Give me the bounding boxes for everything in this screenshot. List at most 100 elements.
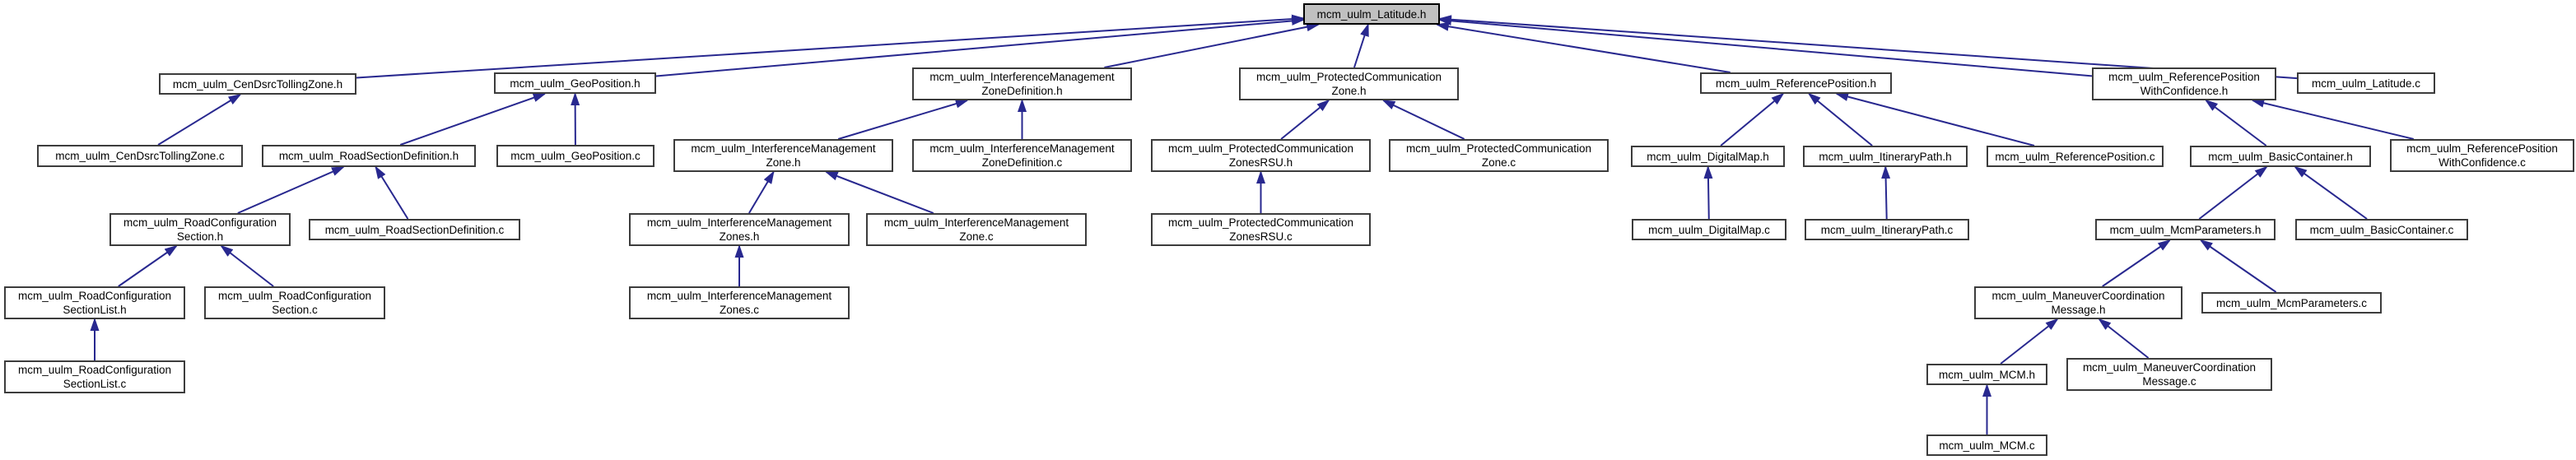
edge-mcm_h-to-mcmsg_h	[2000, 318, 2059, 365]
edge-cdtz_c-to-cdtz_h	[157, 93, 242, 146]
edge-bc_h-to-rpwc_h	[2204, 99, 2267, 146]
node-label: mcm_uulm_DigitalMap.c	[1648, 223, 1770, 236]
node-label: WithConfidence.c	[2439, 156, 2526, 169]
node-dm_h[interactable]: mcm_uulm_DigitalMap.h	[1631, 146, 1785, 167]
node-dm_c[interactable]: mcm_uulm_DigitalMap.c	[1632, 219, 1786, 240]
node-label: mcm_uulm_BasicContainer.c	[2309, 223, 2454, 236]
node-label: mcm_uulm_ProtectedCommunication	[1167, 142, 1354, 155]
node-label: mcm_uulm_GeoPosition.h	[510, 77, 641, 90]
node-label: Message.h	[2051, 304, 2106, 316]
node-label: Zones.c	[719, 304, 760, 316]
edge-bc_c-to-bc_h	[2294, 165, 2368, 220]
node-label: mcm_uulm_ManeuverCoordination	[2082, 361, 2257, 374]
node-label: mcm_uulm_ProtectedCommunication	[1405, 142, 1592, 155]
edge-pczrsu_h-to-pcz_h	[1280, 99, 1330, 140]
node-label: mcm_uulm_ItineraryPath.c	[1820, 223, 1954, 236]
node-label: mcm_uulm_Latitude.c	[2311, 77, 2421, 90]
edge-mcmsg_c-to-mcmsg_h	[2098, 318, 2150, 359]
node-label: ZoneDefinition.h	[981, 85, 1063, 97]
node-ip_c[interactable]: mcm_uulm_ItineraryPath.c	[1805, 219, 1969, 240]
node-label: mcm_uulm_McmParameters.h	[2109, 223, 2262, 236]
edge-ip_c-to-ip_h	[1881, 165, 1891, 220]
node-label: mcm_uulm_InterferenceManagement	[646, 290, 832, 302]
node-label: ZonesRSU.c	[1229, 230, 1293, 243]
node-label: mcm_uulm_RoadConfiguration	[17, 364, 172, 376]
node-rp_c[interactable]: mcm_uulm_ReferencePosition.c	[1987, 146, 2164, 167]
node-label: mcm_uulm_ProtectedCommunication	[1255, 71, 1442, 83]
edge-rpwc_h-to-lat_h	[1438, 16, 2093, 77]
node-rsd_h[interactable]: mcm_uulm_RoadSectionDefinition.h	[262, 145, 476, 167]
node-label: mcm_uulm_ManeuverCoordination	[1991, 290, 2165, 302]
node-label: mcm_uulm_MCM.h	[1938, 368, 2036, 381]
node-label: ZonesRSU.h	[1228, 156, 1293, 169]
node-label: mcm_uulm_CenDsrcTollingZone.h	[172, 77, 343, 91]
edge-rp_h-to-lat_h	[1435, 21, 1731, 73]
edge-geo_h-to-lat_h	[655, 16, 1305, 77]
node-mp_c[interactable]: mcm_uulm_McmParameters.c	[2201, 292, 2382, 314]
node-mp_h[interactable]: mcm_uulm_McmParameters.h	[2095, 219, 2276, 240]
edge-rcs_c-to-rcs_h	[220, 244, 274, 287]
node-ip_h[interactable]: mcm_uulm_ItineraryPath.h	[1803, 146, 1968, 167]
node-rsd_c[interactable]: mcm_uulm_RoadSectionDefinition.c	[309, 219, 520, 240]
node-label: Section.h	[176, 230, 224, 243]
node-label: ZoneDefinition.c	[981, 156, 1063, 169]
edge-pcz_c-to-pcz_h	[1381, 100, 1465, 140]
node-label: mcm_uulm_CenDsrcTollingZone.c	[55, 150, 225, 162]
node-lat_c[interactable]: mcm_uulm_Latitude.c	[2297, 72, 2435, 94]
edge-pcz_h-to-lat_h	[1353, 23, 1369, 68]
node-geo_c[interactable]: mcm_uulm_GeoPosition.c	[496, 145, 654, 167]
node-mcm_c[interactable]: mcm_uulm_MCM.c	[1926, 434, 2047, 456]
node-label: SectionList.c	[63, 378, 127, 390]
edge-cdtz_h-to-lat_h	[356, 14, 1305, 79]
node-label: mcm_uulm_McmParameters.c	[2215, 296, 2368, 309]
node-rp_h[interactable]: mcm_uulm_ReferencePosition.h	[1700, 72, 1892, 94]
edge-rsd_h-to-geo_h	[399, 93, 547, 146]
node-label: SectionList.h	[63, 304, 127, 316]
node-label: mcm_uulm_RoadConfiguration	[123, 216, 277, 229]
node-label: Zone.c	[959, 230, 994, 243]
node-label: mcm_uulm_InterferenceManagement	[883, 216, 1069, 229]
edge-rcsl_h-to-rcs_h	[118, 244, 178, 287]
node-geo_h[interactable]: mcm_uulm_GeoPosition.h	[494, 72, 656, 94]
node-label: mcm_uulm_BasicContainer.h	[2208, 150, 2353, 163]
node-bc_c[interactable]: mcm_uulm_BasicContainer.c	[2295, 219, 2468, 240]
node-bc_h[interactable]: mcm_uulm_BasicContainer.h	[2190, 146, 2371, 167]
edge-dm_h-to-rp_h	[1720, 92, 1785, 146]
node-label: mcm_uulm_ProtectedCommunication	[1167, 216, 1354, 229]
node-label: mcm_uulm_GeoPosition.c	[510, 150, 641, 162]
node-cdtz_h[interactable]: mcm_uulm_CenDsrcTollingZone.h	[159, 73, 356, 95]
node-label: mcm_uulm_InterferenceManagement	[646, 216, 832, 229]
node-label: mcm_uulm_InterferenceManagement	[691, 142, 876, 155]
node-label: mcm_uulm_MCM.c	[1939, 439, 2035, 452]
edge-rp_c-to-rp_h	[1835, 92, 2035, 146]
edge-mp_h-to-bc_h	[2198, 165, 2268, 220]
node-label: WithConfidence.h	[2140, 85, 2229, 97]
edge-rsd_c-to-rsd_h	[375, 165, 409, 220]
node-label: Zone.h	[1331, 85, 1367, 97]
node-label: mcm_uulm_InterferenceManagement	[929, 71, 1115, 83]
node-label: mcm_uulm_ReferencePosition.h	[1715, 77, 1877, 90]
node-mcm_h[interactable]: mcm_uulm_MCM.h	[1926, 364, 2047, 385]
edge-mcmsg_h-to-mp_h	[2102, 239, 2172, 287]
edge-dm_c-to-dm_h	[1703, 165, 1713, 220]
node-cdtz_c[interactable]: mcm_uulm_CenDsrcTollingZone.c	[37, 145, 243, 167]
